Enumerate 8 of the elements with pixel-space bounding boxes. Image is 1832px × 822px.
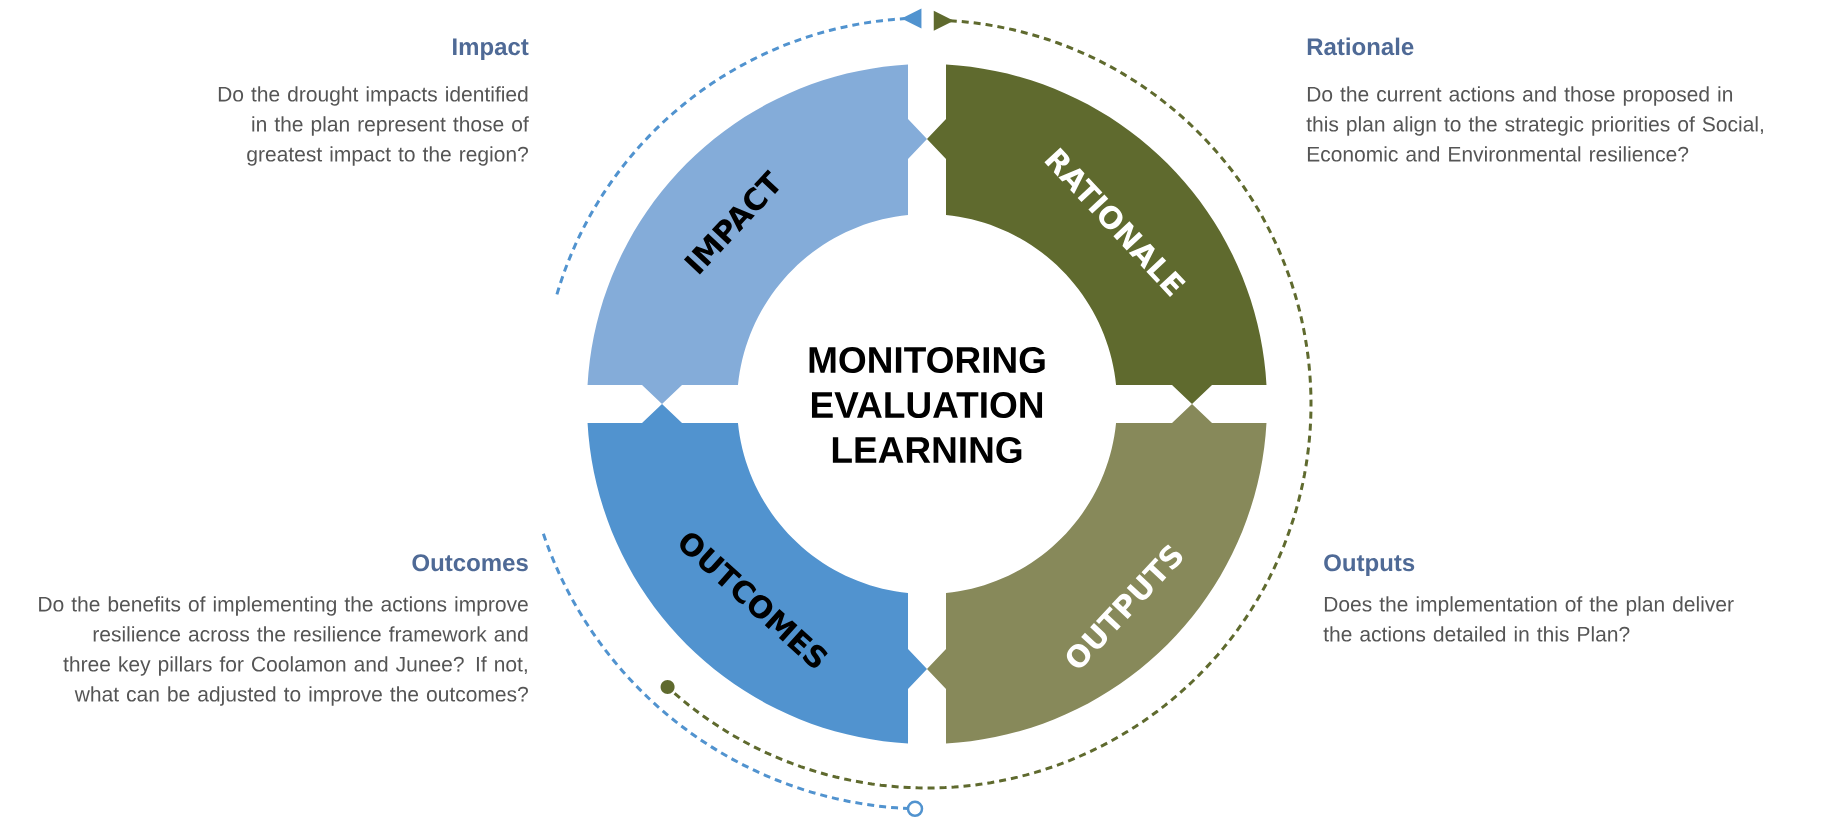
description-text: Do the benefits of implementing the actions improve resilience across the resilience framework and three key pillars for Coolamon and Junee? If not, what can be adjusted to improve the outcomes?	[39, 596, 528, 706]
description-text: Does the implementation of the plan deliver the actions detailed in this Plan?	[1323, 596, 1734, 642]
description-text: Do the current actions and those proposed in this plan align to the strategic priorities of Social, Economic and Environmental resilience?	[1306, 86, 1763, 162]
section-heading: Rationale	[1307, 37, 1414, 56]
section-heading: Outcomes	[412, 554, 528, 572]
section-heading: Impact	[453, 38, 529, 60]
section-heading: Outputs	[1324, 554, 1415, 576]
description-text: Do the drought impacts identified in the plan represent those of greatest impact to the region?	[218, 86, 529, 166]
